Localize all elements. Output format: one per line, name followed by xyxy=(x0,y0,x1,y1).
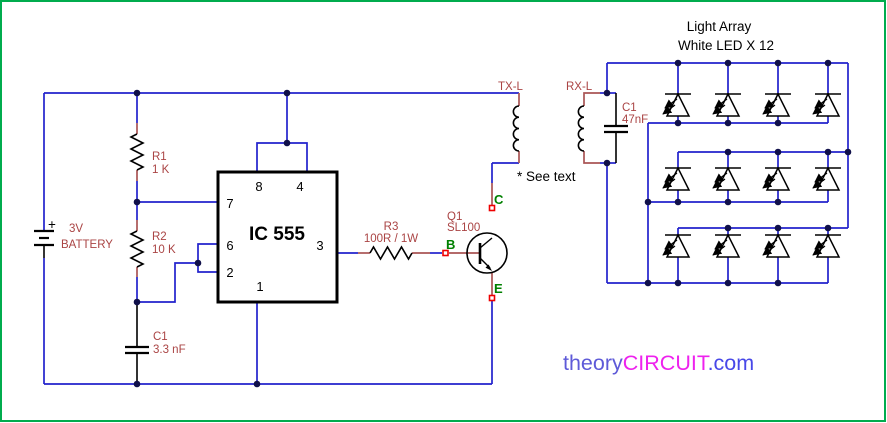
ic-pin-6: 6 xyxy=(226,238,233,253)
c1-tank-value-label: 47nF xyxy=(622,114,648,126)
led-symbol xyxy=(663,168,691,190)
capacitor-c1-timing: C1 3.3 nF xyxy=(125,302,186,384)
q1-value-label: SL100 xyxy=(447,222,480,234)
ic-pin-1: 1 xyxy=(256,279,263,294)
led-symbol xyxy=(813,94,841,116)
base-pad xyxy=(442,249,449,257)
battery-plus-sign: + xyxy=(48,217,56,232)
battery-name-label: BATTERY xyxy=(61,239,113,251)
battery-voltage-label: 3V xyxy=(69,223,83,235)
ic-555: IC 555 8 4 7 6 2 3 1 xyxy=(216,170,339,304)
led-symbol xyxy=(713,235,741,257)
r2-value-label: 10 K xyxy=(152,244,176,256)
junction-dots xyxy=(133,59,852,388)
led-symbol xyxy=(713,168,741,190)
q1-base-label: B xyxy=(446,237,455,252)
resistor-r3: R3 100R / 1W xyxy=(364,221,418,261)
ic-pin-4: 4 xyxy=(296,179,303,194)
ic-pin-2: 2 xyxy=(226,265,233,280)
led-symbol xyxy=(813,168,841,190)
ic-pin-3: 3 xyxy=(316,238,323,253)
q1-collector-label: C xyxy=(494,192,504,207)
see-text-note: * See text xyxy=(517,169,576,184)
r1-ref-label: R1 xyxy=(152,151,167,163)
capacitor-c1-tank: C1 47nF xyxy=(604,93,648,163)
emitter-arrow xyxy=(485,264,492,271)
coil-rx: RX-L xyxy=(566,81,593,152)
r1-value-label: 1 K xyxy=(152,164,170,176)
led-array-title: Light Array xyxy=(687,19,752,34)
rx-coil-label: RX-L xyxy=(566,81,593,93)
ic-pin-7: 7 xyxy=(226,196,233,211)
led-array: Light Array White LED X 12 xyxy=(663,19,841,257)
led-symbol xyxy=(663,94,691,116)
led-symbol xyxy=(763,94,791,116)
emitter-pad xyxy=(488,294,496,302)
battery: + 3V BATTERY xyxy=(34,217,113,258)
led-symbol xyxy=(763,235,791,257)
q1-ref-label: Q1 xyxy=(447,211,462,223)
c1-timing-value-label: 3.3 nF xyxy=(153,344,186,356)
r3-ref-label: R3 xyxy=(384,221,399,233)
coil-tx: TX-L xyxy=(498,81,524,152)
r3-value-label: 100R / 1W xyxy=(364,233,418,245)
collector-pad xyxy=(488,204,496,212)
r2-ref-label: R2 xyxy=(152,231,167,243)
resistor-r2: R2 10 K xyxy=(129,230,176,268)
wires xyxy=(43,62,849,385)
led-array-subtitle: White LED X 12 xyxy=(678,38,774,53)
led-symbol xyxy=(713,94,741,116)
transistor-q1: Q1 SL100 B C E xyxy=(442,192,508,302)
led-symbol xyxy=(763,168,791,190)
resistor-r1: R1 1 K xyxy=(129,133,170,176)
ic-555-name: IC 555 xyxy=(249,224,305,245)
c1-tank-ref-label: C1 xyxy=(622,102,637,114)
led-symbol xyxy=(663,235,691,257)
ic-pin-8: 8 xyxy=(255,179,262,194)
tx-coil-label: TX-L xyxy=(498,81,524,93)
site-watermark: theoryCIRCUIT.com xyxy=(563,351,754,375)
c1-timing-ref-label: C1 xyxy=(153,331,168,343)
led-symbol xyxy=(813,235,841,257)
q1-emitter-label: E xyxy=(494,281,503,296)
component-leads xyxy=(136,92,600,295)
